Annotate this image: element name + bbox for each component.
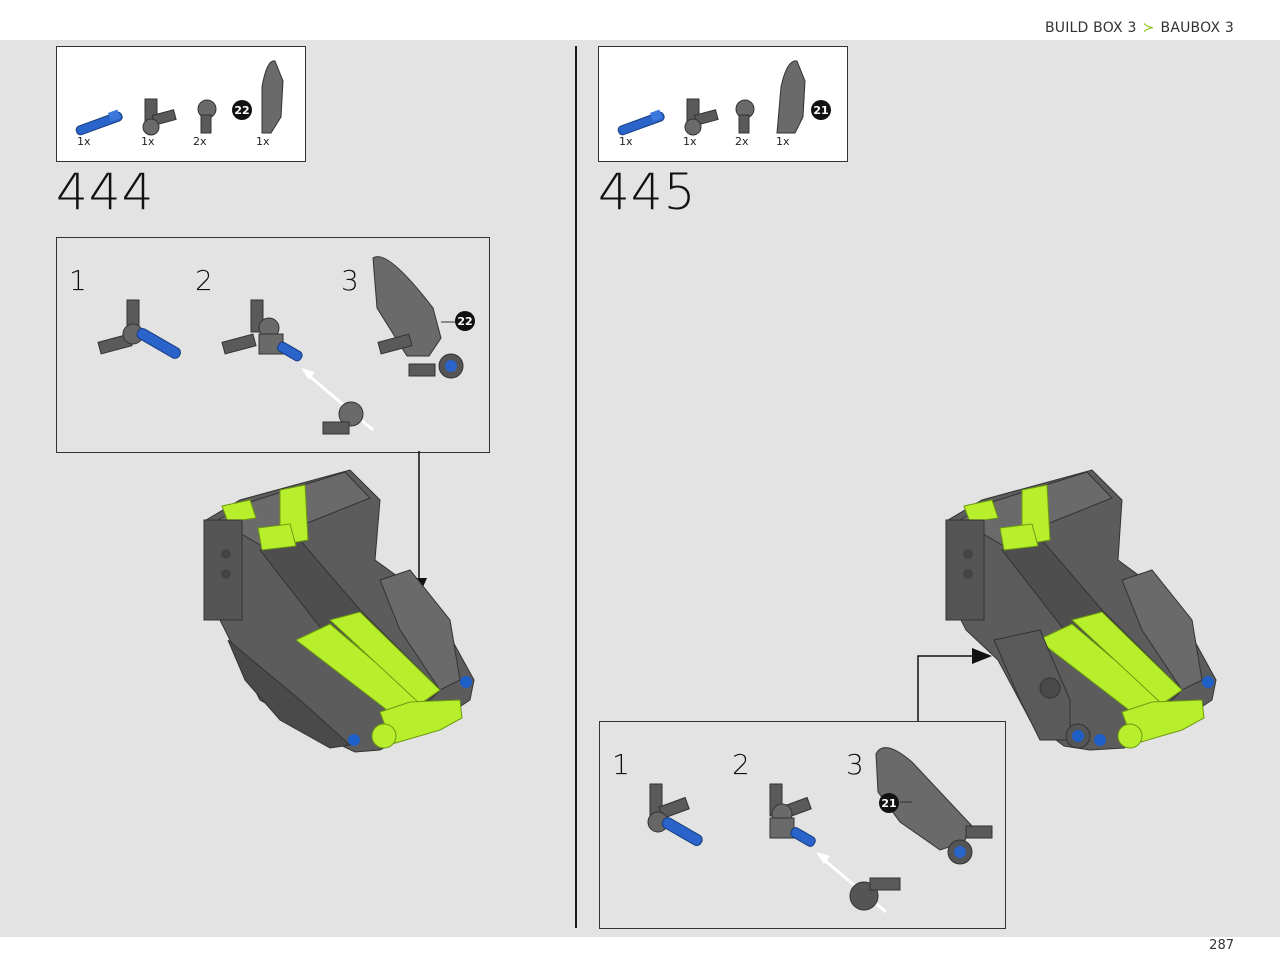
grey-axle-connector-icon bbox=[142, 98, 177, 136]
substep-label: 3 bbox=[846, 748, 864, 781]
substep-3-part bbox=[372, 256, 464, 379]
substep-label: 3 bbox=[341, 264, 359, 297]
sub-assembly-box-445: 1 2 3 21 bbox=[599, 721, 1006, 929]
step-number-445: 445 bbox=[598, 163, 697, 221]
header-bar bbox=[0, 0, 1280, 40]
parts-list-445: 1x 1x 2x 1x 21 bbox=[598, 46, 848, 162]
substep-label: 2 bbox=[732, 748, 750, 781]
substep-label: 1 bbox=[69, 264, 87, 297]
breadcrumb-build-box: BUILD BOX 3 bbox=[1044, 20, 1137, 36]
grey-pin-connector-icon bbox=[735, 99, 755, 134]
parts-list-444: 1x 1x 2x 1x 22 bbox=[56, 46, 306, 162]
part-badge: 21 bbox=[811, 100, 831, 120]
grey-panel-icon bbox=[261, 60, 284, 134]
sub-assembly-illustration-444 bbox=[97, 256, 464, 435]
part-qty: 1x bbox=[619, 135, 633, 148]
panel-badge: 21 bbox=[879, 793, 899, 813]
sub-assembly-illustration-445 bbox=[647, 747, 993, 914]
parts-illustration-444 bbox=[75, 60, 284, 136]
breadcrumb-baubox: BAUBOX 3 bbox=[1160, 20, 1234, 36]
blue-axle-pin-icon bbox=[75, 109, 123, 136]
breadcrumb: BUILD BOX 3 ≻ BAUBOX 3 bbox=[1045, 20, 1234, 36]
substep-2-part bbox=[221, 299, 374, 435]
sub-assembly-box-444: 1 2 3 22 bbox=[56, 237, 490, 453]
substep-1-part bbox=[97, 299, 181, 359]
part-qty: 1x bbox=[256, 135, 270, 148]
parts-illustration-445 bbox=[617, 60, 806, 136]
grey-panel-icon bbox=[776, 60, 806, 134]
part-badge: 22 bbox=[232, 100, 252, 120]
part-qty: 2x bbox=[193, 135, 207, 148]
substep-2-part bbox=[769, 783, 901, 914]
substep-1-part bbox=[647, 783, 703, 847]
breadcrumb-separator-icon: ≻ bbox=[1142, 20, 1155, 36]
grey-pin-connector-icon bbox=[197, 99, 217, 134]
substep-label: 1 bbox=[612, 748, 630, 781]
part-qty: 1x bbox=[141, 135, 155, 148]
grey-axle-connector-icon bbox=[684, 98, 719, 136]
part-qty: 1x bbox=[776, 135, 790, 148]
substep-label: 2 bbox=[195, 264, 213, 297]
part-qty: 1x bbox=[77, 135, 91, 148]
blue-axle-pin-icon bbox=[617, 109, 665, 136]
column-divider bbox=[575, 46, 577, 928]
page-number: 287 bbox=[1209, 938, 1234, 953]
part-qty: 1x bbox=[683, 135, 697, 148]
step-number-444: 444 bbox=[56, 163, 155, 221]
substep-3-part bbox=[875, 747, 993, 865]
footer-bar bbox=[0, 937, 1280, 974]
panel-badge: 22 bbox=[455, 311, 475, 331]
part-qty: 2x bbox=[735, 135, 749, 148]
